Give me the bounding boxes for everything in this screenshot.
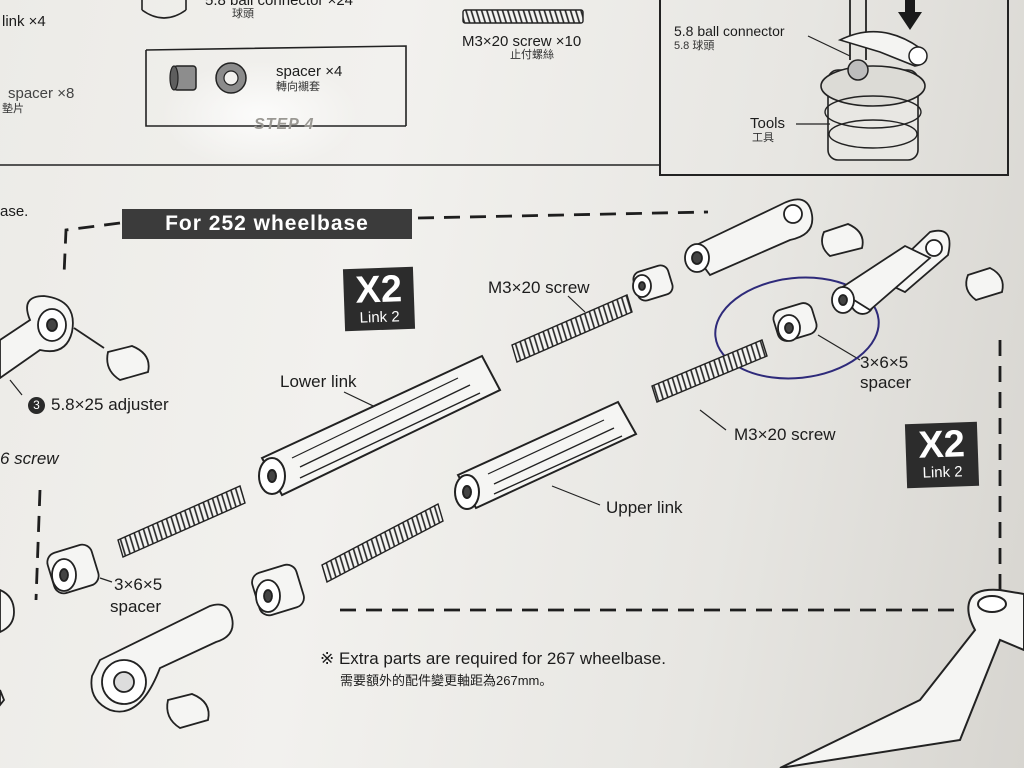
link-qty-label: link ×4 [2, 13, 46, 30]
inset-ball-connector-cn-label: 5.8 球頭 [674, 40, 715, 52]
spacer-box-cn-label: 轉向襯套 [276, 81, 320, 93]
upper-link-rod [454, 400, 638, 510]
spacer-left-qty-label: spacer ×8 [8, 85, 75, 102]
wheelbase-banner: For 252 wheelbase [122, 209, 412, 239]
adjuster-label-text: 5.8×25 adjuster [51, 395, 169, 414]
upper-link-label: Upper link [606, 498, 683, 517]
badge-multiplier: X2 [354, 268, 403, 312]
pen-circle-annotation [714, 276, 880, 380]
spacer-left-cn-label: 墊片 [2, 103, 24, 115]
screw-label-right: M3×20 screw [734, 425, 836, 444]
rod-end-bottom-left [0, 589, 234, 729]
badge-link-label: Link 2 [359, 308, 400, 327]
screw-label-top: M3×20 screw [488, 278, 590, 297]
screw-label-left: 6 screw [0, 449, 59, 468]
lower-link-rod [258, 354, 502, 497]
spacer-label-right: spacer [860, 373, 912, 392]
spacers [46, 264, 818, 617]
spacer-size-label-right: 3×6×5 [860, 353, 909, 372]
threaded-screws [117, 294, 768, 584]
spacer-part-icons [169, 62, 247, 94]
extra-parts-note-cn: 需要額外的配件變更軸距為267mm。 [340, 673, 553, 688]
badge-link-label: Link 2 [922, 463, 963, 482]
adjuster-label: 3 5.8×25 adjuster [28, 395, 169, 415]
edge-text: ase. [0, 203, 29, 220]
step-number-badge: 3 [28, 397, 45, 415]
quantity-badge-x2-right: X2 Link 2 [904, 421, 980, 489]
top-section-lines [0, 0, 660, 166]
leader-lines [9, 295, 861, 583]
inset-tools-cn-label: 工具 [752, 132, 774, 144]
badge-multiplier: X2 [917, 423, 966, 467]
spacer-label-left: spacer [110, 597, 162, 616]
extra-parts-note: ※ Extra parts are required for 267 wheel… [320, 649, 666, 668]
rod-end-upper-right [684, 198, 1004, 315]
step-label: STEP 4 [254, 116, 315, 133]
inset-tools-label: Tools [750, 115, 786, 132]
ball-connector-cn-label: 球頭 [232, 8, 254, 20]
spacer-size-label-left: 3×6×5 [114, 575, 163, 594]
inset-ball-connector-label: 5.8 ball connector [674, 23, 785, 39]
quantity-badge-x2: X2 Link 2 [342, 266, 416, 332]
steering-arm-right [779, 588, 1024, 768]
screw-qty-label: M3×20 screw ×10 [462, 33, 582, 50]
dashed-frame [34, 210, 1002, 612]
rod-end-left [0, 295, 150, 381]
lower-link-label: Lower link [280, 372, 357, 391]
ball-connector-qty-label: 5.8 ball connector ×24 [205, 0, 354, 9]
tool-inset-box [659, 0, 1009, 176]
screw-part-icon [462, 9, 584, 24]
spacer-box-qty-label: spacer ×4 [276, 63, 343, 80]
screw-qty-cn-label: 止付螺絲 [510, 49, 554, 61]
